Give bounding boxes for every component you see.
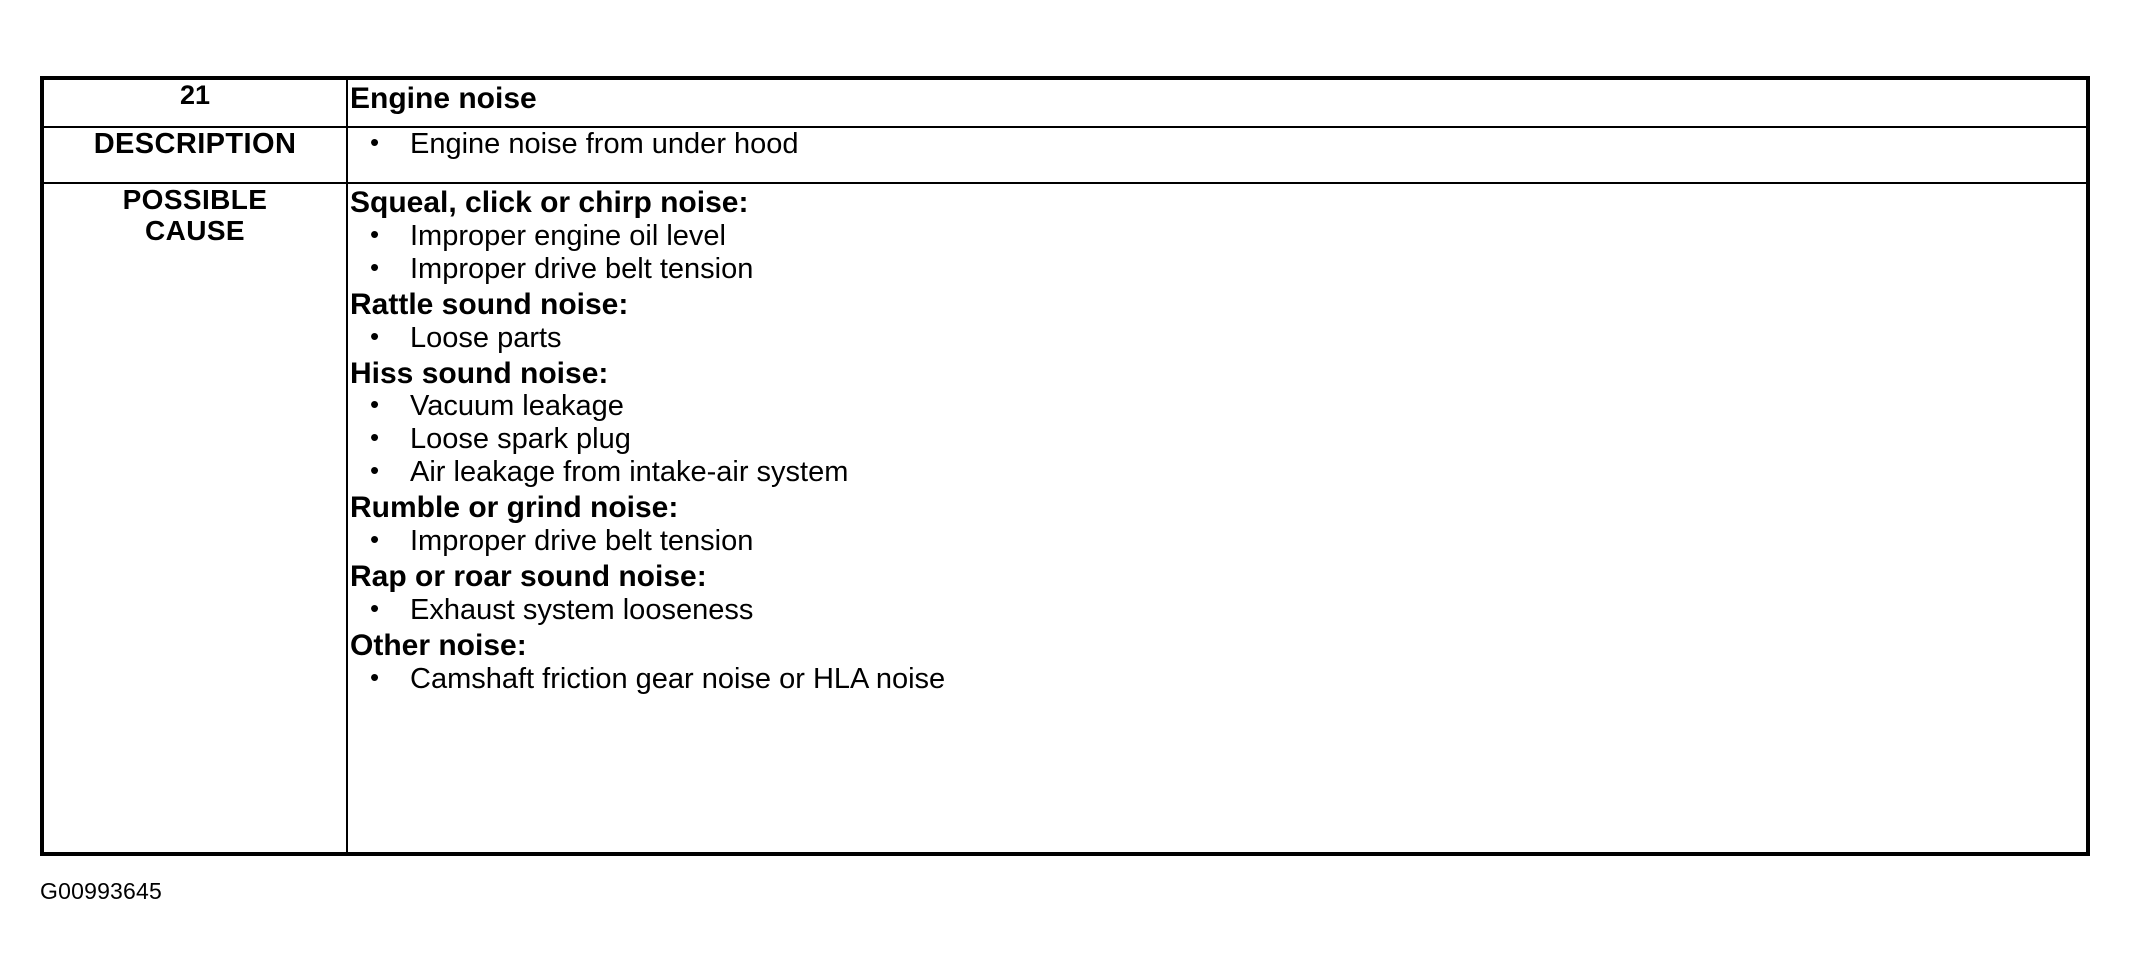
cause-group: Rattle sound noise:Loose parts	[348, 286, 2086, 355]
possible-cause-content-cell: Squeal, click or chirp noise:Improper en…	[346, 182, 2089, 855]
list-item: Vacuum leakage	[348, 389, 2086, 423]
cause-group: Rap or roar sound noise:Exhaust system l…	[348, 558, 2086, 627]
cause-group-heading: Squeal, click or chirp noise:	[350, 186, 749, 219]
cause-group-list: Exhaust system looseness	[348, 593, 2086, 627]
description-label-cell: DESCRIPTION	[41, 126, 348, 184]
list-item: Air leakage from intake-air system	[348, 455, 2086, 489]
list-item: Improper drive belt tension	[348, 252, 2086, 286]
description-label: DESCRIPTION	[93, 128, 297, 160]
table-row: POSSIBLE CAUSE Squeal, click or chirp no…	[41, 182, 2089, 855]
table-row: 21 Engine noise	[41, 77, 2089, 128]
list-item: Loose parts	[348, 321, 2086, 355]
cause-group-list: Camshaft friction gear noise or HLA nois…	[348, 662, 2086, 696]
diagnostic-table: 21 Engine noise DESCRIPTION Engine noise…	[40, 76, 2090, 856]
cause-group: Squeal, click or chirp noise:Improper en…	[348, 184, 2086, 286]
cause-group-heading: Other noise:	[350, 629, 527, 663]
list-item: Camshaft friction gear noise or HLA nois…	[348, 662, 2086, 696]
cause-group-list: Improper drive belt tension	[348, 524, 2086, 558]
cause-group: Other noise:Camshaft friction gear noise…	[348, 627, 2086, 696]
table-body: 21 Engine noise DESCRIPTION Engine noise…	[41, 77, 2089, 855]
description-list: Engine noise from under hood	[348, 127, 2086, 161]
possible-cause-label-cell: POSSIBLE CAUSE	[41, 182, 348, 855]
cause-group-list: Vacuum leakageLoose spark plugAir leakag…	[348, 389, 2086, 489]
cause-group-heading: Rap or roar sound noise:	[350, 560, 707, 594]
list-item: Improper drive belt tension	[348, 524, 2086, 558]
diagnostic-table-container: 21 Engine noise DESCRIPTION Engine noise…	[40, 76, 2090, 856]
symptom-title-cell: Engine noise	[346, 77, 2089, 128]
description-content-cell: Engine noise from under hood	[346, 126, 2089, 184]
possible-cause-label: POSSIBLE CAUSE	[122, 184, 268, 247]
figure-caption: G00993645	[40, 878, 163, 904]
cause-group-heading: Rumble or grind noise:	[350, 491, 679, 525]
symptom-title: Engine noise	[350, 82, 537, 115]
list-item: Improper engine oil level	[348, 219, 2086, 253]
cause-group-list: Loose parts	[348, 321, 2086, 355]
table-row: DESCRIPTION Engine noise from under hood	[41, 126, 2089, 184]
cause-group-list: Improper engine oil levelImproper drive …	[348, 219, 2086, 286]
list-item: Loose spark plug	[348, 422, 2086, 456]
possible-cause-groups: Squeal, click or chirp noise:Improper en…	[348, 184, 2086, 696]
list-item: Engine noise from under hood	[348, 127, 2086, 161]
list-item: Exhaust system looseness	[348, 593, 2086, 627]
cause-group-heading: Rattle sound noise:	[350, 287, 629, 321]
cause-group: Rumble or grind noise:Improper drive bel…	[348, 489, 2086, 558]
cause-group: Hiss sound noise:Vacuum leakageLoose spa…	[348, 355, 2086, 490]
trouble-code-cell: 21	[41, 77, 348, 128]
cause-group-heading: Hiss sound noise:	[350, 356, 609, 390]
